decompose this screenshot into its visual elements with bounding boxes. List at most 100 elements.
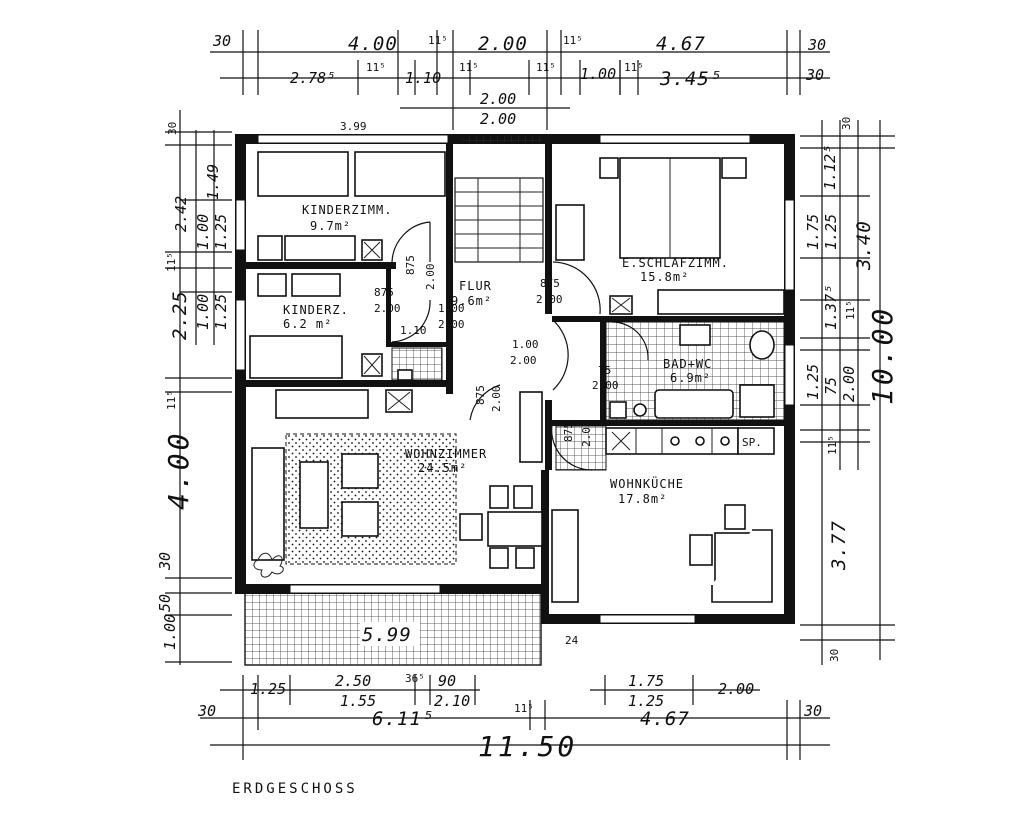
- dim-right-10-00: 10.00: [866, 306, 899, 405]
- dim-left-115-a: 11⁵: [165, 252, 178, 272]
- dim-bottom-365: 36⁵: [405, 672, 425, 685]
- door-schlaf-h: 2.00: [536, 293, 563, 306]
- door-kinder2-side: 1.10: [400, 324, 427, 337]
- room-kinderzimmer-2-area: 6.2 m²: [283, 317, 332, 331]
- wall-note: 3.99: [340, 120, 367, 133]
- door-kueche-h: 2.00: [580, 421, 593, 448]
- door-flur-h: 2.00: [438, 318, 465, 331]
- dim-left-1-25-a: 1.25: [212, 214, 230, 250]
- dim-left-115-b: 11⁵: [165, 390, 178, 410]
- terrace: 5.99: [244, 592, 542, 666]
- dim-top-1-10: 1.10: [405, 69, 441, 87]
- room-wohnzimmer-name: WOHNZIMMER: [405, 447, 487, 461]
- right-dimensions: 30 1.12⁵ 3.40 1.75 1.25 1.37⁵ 11⁵ 1.25 7…: [800, 117, 899, 665]
- dim-bottom-1-25: 1.25: [628, 692, 664, 710]
- door-wohn-w: 1.00: [512, 338, 539, 351]
- dim-left-1-25-b: 1.25: [212, 294, 230, 330]
- door-kinder2-w: 875: [374, 286, 394, 299]
- dim-top-4-67: 4.67: [656, 33, 706, 55]
- door-kinder1-h: 2.00: [424, 264, 437, 291]
- door-wohnzimmer-h: 2.00: [490, 386, 503, 413]
- dim-bottom-1-55: 1.55: [340, 692, 376, 710]
- dim-right-3-40: 3.40: [853, 220, 875, 271]
- door-flur-w: 1.00: [438, 302, 465, 315]
- dim-left-2-42: 2.42: [172, 196, 190, 232]
- kitchen-sp-label: SP.: [742, 436, 762, 449]
- left-dimensions: 30 1.49 2.42 1.00 1.25 11⁵ 2.25 1.00 1.2…: [156, 110, 232, 665]
- dim-top-4-00: 4.00: [348, 33, 398, 55]
- door-wohnzimmer-w: 875: [474, 385, 487, 405]
- dim-top-115-a: 11⁵: [428, 34, 448, 47]
- door-kueche-w: 875: [562, 422, 575, 442]
- doors: [391, 221, 649, 471]
- door-bad-w: 75: [598, 364, 611, 377]
- room-schlafzimmer-name: E.SCHLAFZIMM.: [622, 256, 729, 270]
- dim-bottom-2-50: 2.50: [335, 672, 371, 690]
- bottom-dimensions: 1.25 2.50 36⁵ 90 1.75 2.00 1.55 2.10 1.2…: [197, 634, 830, 763]
- room-bad-name: BAD+WC: [663, 357, 712, 371]
- dim-left-30-b: 30: [156, 552, 174, 571]
- dim-bottom-6-115: 6.11⁵: [372, 708, 434, 730]
- dim-left-1-49: 1.49: [204, 164, 222, 200]
- dim-right-30-b: 30: [828, 649, 841, 662]
- dim-top-2-00-b: 2.00: [480, 90, 516, 108]
- dim-left-4-00: 4.00: [162, 431, 195, 510]
- room-schlafzimmer-area: 15.8m²: [640, 270, 689, 284]
- room-bad-area: 6.9m²: [670, 371, 711, 385]
- terrace-label: 5.99: [362, 624, 412, 646]
- room-flur-area: 9.6m²: [451, 294, 492, 308]
- dim-right-1-375: 1.37⁵: [822, 285, 840, 330]
- dim-bottom-90: 90: [438, 672, 456, 690]
- dim-right-3-77: 3.77: [828, 520, 850, 571]
- dim-bottom-2-10: 2.10: [434, 692, 470, 710]
- dim-top-30-left: 30: [212, 32, 231, 50]
- dim-bottom-30-left: 30: [197, 702, 216, 720]
- dim-bottom-24: 24: [565, 634, 579, 647]
- dim-right-30: 30: [840, 117, 853, 130]
- dim-right-1-25-b: 1.25: [804, 364, 822, 400]
- door-bad-h: 2.00: [592, 379, 619, 392]
- room-kinderzimmer-1-name: KINDERZIMM.: [302, 203, 392, 217]
- room-labels: 3.99 KINDERZIMM. 9.7m² KINDERZ. 6.2 m² F…: [283, 120, 762, 506]
- room-wohnkueche-name: WOHNKÜCHE: [610, 475, 684, 491]
- interior-walls: [246, 144, 784, 470]
- room-kinderzimmer-1-area: 9.7m²: [310, 219, 351, 233]
- top-dimensions: 30 4.00 11⁵ 2.00 11⁵ 4.67 30 2.78⁵ 11⁵ 1…: [210, 30, 830, 130]
- dim-right-1-125: 1.12⁵: [821, 145, 839, 190]
- dim-top-115-c: 11⁵: [366, 61, 386, 74]
- dim-top-115-b: 11⁵: [563, 34, 583, 47]
- dim-top-2-00: 2.00: [478, 33, 528, 55]
- dim-bottom-2-00: 2.00: [718, 680, 754, 698]
- door-wohn-h: 2.00: [510, 354, 537, 367]
- door-schlaf-w: 875: [540, 277, 560, 290]
- plan-title: ERDGESCHOSS: [232, 781, 358, 797]
- room-kinderzimmer-2-name: KINDERZ.: [283, 303, 349, 317]
- dim-right-115-b: 11⁵: [826, 435, 839, 455]
- windows: [235, 134, 795, 624]
- dim-top-3-455: 3.45⁵: [659, 68, 722, 90]
- dim-top-115-f: 11⁵: [624, 61, 644, 74]
- dim-left-1-00-c: 1.00: [161, 614, 179, 650]
- dim-right-75: 75: [822, 377, 840, 395]
- dim-left-50: 50: [156, 594, 174, 612]
- dim-bottom-115: 11⁵: [514, 702, 534, 715]
- dim-top-115-d: 11⁵: [459, 61, 479, 74]
- dim-top-2-00-c: 2.00: [480, 110, 516, 128]
- dim-right-115-a: 11⁵: [844, 300, 857, 320]
- dim-bottom-1-25: 1.25: [250, 680, 286, 698]
- dim-top-1-00: 1.00: [580, 65, 616, 83]
- door-kinder2-h: 2.00: [374, 302, 401, 315]
- room-flur-name: FLUR: [459, 279, 492, 293]
- furniture: [249, 151, 785, 603]
- room-wohnkueche-area: 17.8m²: [618, 492, 667, 506]
- room-wohnzimmer-area: 24.5m²: [418, 461, 467, 475]
- door-kinder1-w: 875: [404, 255, 417, 275]
- dim-left-1-00-b: 1.00: [194, 294, 212, 330]
- staircase: [454, 177, 544, 263]
- dim-right-1-25-a: 1.25: [822, 214, 840, 250]
- dim-bottom-1-75: 1.75: [628, 672, 664, 690]
- dim-left-2-25: 2.25: [169, 290, 191, 340]
- dim-top-115-e: 11⁵: [536, 61, 556, 74]
- dim-top-30-right: 30: [807, 36, 826, 54]
